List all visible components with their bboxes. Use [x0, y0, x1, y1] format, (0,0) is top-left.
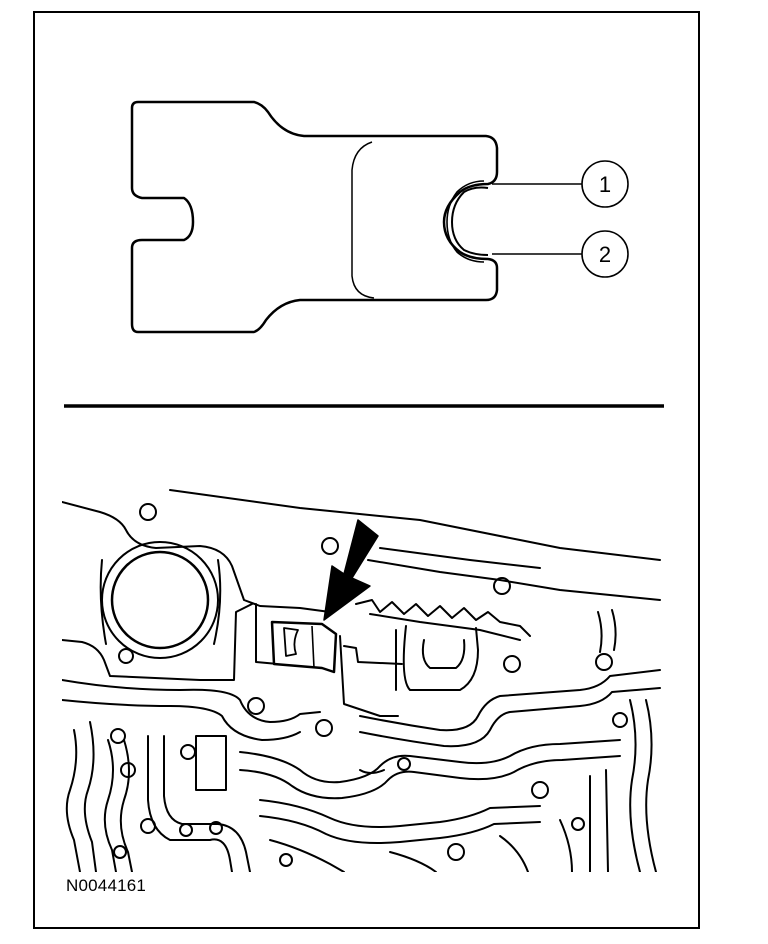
bolt-hole: [595, 653, 613, 671]
bolt-hole: [315, 719, 333, 737]
bolt-hole: [531, 781, 549, 799]
callout-2: 2: [581, 230, 629, 278]
fluid-channel: [62, 679, 321, 723]
slot-seal-lip: [446, 180, 485, 263]
detent-spring: [355, 599, 531, 637]
plate-outline: [130, 100, 499, 334]
callout-1: 1: [581, 160, 629, 208]
valve-body-view: [62, 489, 661, 872]
plate-detail: [130, 100, 582, 334]
bolt-hole: [247, 697, 265, 715]
casting-top-edge: [169, 489, 661, 561]
bolt-hole: [139, 503, 157, 521]
large-bore: [110, 550, 210, 650]
bolt-hole: [118, 648, 134, 664]
figure-id-label: N0044161: [66, 876, 147, 895]
figure-frame: [33, 11, 700, 929]
callout-2-label: 2: [599, 242, 611, 267]
bolt-hole: [503, 655, 521, 673]
plate-pad-edge: [351, 141, 375, 299]
callout-1-label: 1: [599, 172, 611, 197]
casting-mid-contour: [62, 603, 253, 681]
installed-tool-body: [270, 620, 338, 674]
bolt-hole: [447, 843, 465, 861]
bolt-hole: [493, 577, 511, 595]
casting-upper-contour: [62, 501, 331, 613]
pointer-arrow: [323, 519, 379, 621]
slot-inner-edge: [451, 186, 489, 256]
installed-tool: [270, 620, 338, 674]
bolt-hole: [321, 537, 339, 555]
